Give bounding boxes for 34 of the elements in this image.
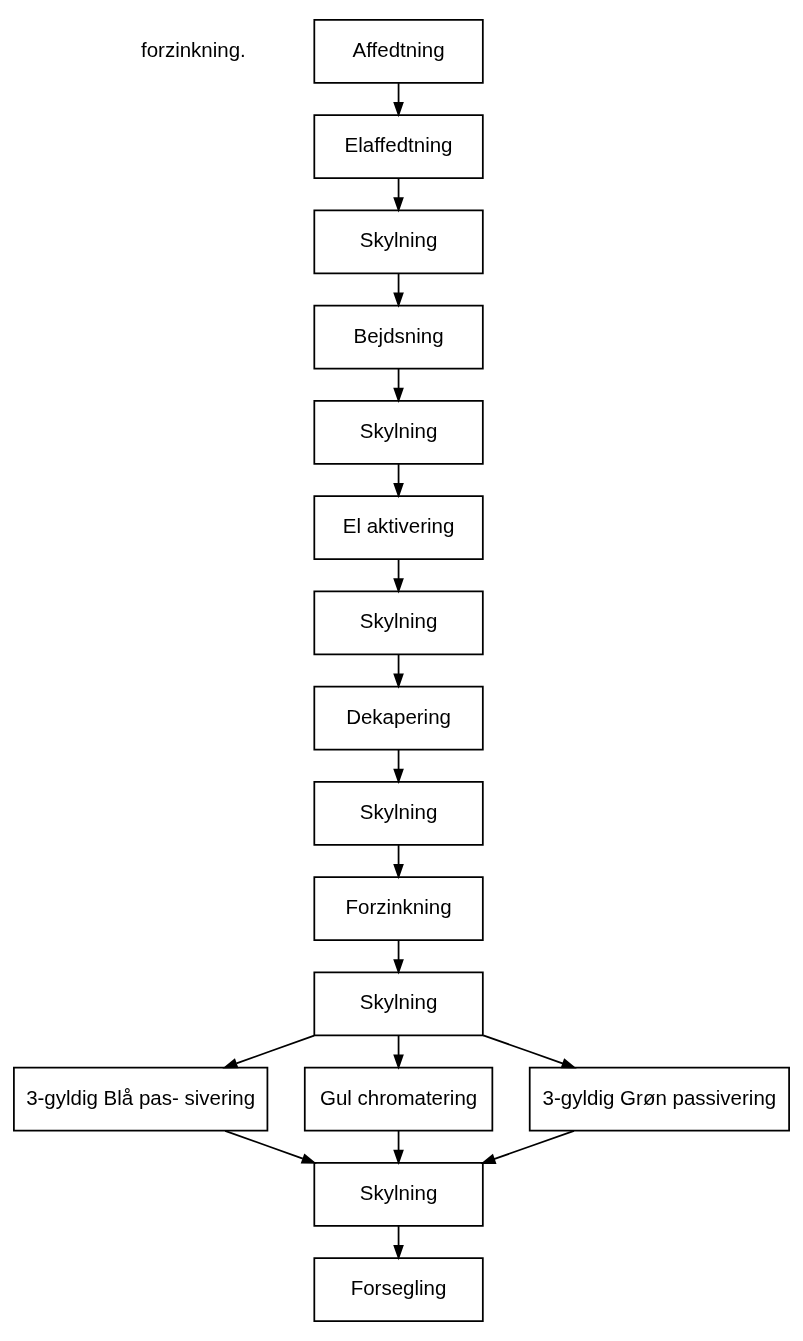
arrow (393, 463, 404, 499)
node-box: Skylning (313, 209, 484, 275)
arrow (393, 272, 404, 308)
node-box: Dekapering (313, 685, 484, 751)
node-box: Forsegling (313, 1257, 484, 1323)
arrow (482, 1034, 577, 1069)
arrow (393, 367, 404, 403)
node-box: Forzinkning (313, 876, 484, 941)
node-box: El aktivering (313, 495, 484, 560)
node-box: Affedtning (313, 19, 484, 84)
node-box: Elaffedtning (313, 114, 484, 179)
node-box: Skylning (313, 971, 484, 1037)
node-box: Skylning (313, 781, 484, 846)
label: forzinkning. (140, 37, 246, 61)
arrow (224, 1129, 317, 1164)
arrow (393, 82, 404, 118)
arrow (393, 1225, 404, 1261)
arrow (393, 748, 404, 784)
arrow (393, 844, 404, 880)
arrow (393, 653, 404, 689)
node-box: 3-gyldig Blå pas- sivering (13, 1066, 269, 1132)
arrow (393, 1129, 404, 1165)
arrow (393, 558, 404, 594)
node-box: Skylning (313, 1162, 484, 1227)
arrow (393, 939, 404, 975)
node-box: Skylning (313, 400, 484, 465)
arrow (222, 1034, 315, 1069)
node-box: 3-gyldig Grøn passivering (528, 1066, 790, 1132)
arrow (393, 177, 404, 213)
arrow (480, 1129, 575, 1164)
node-box: Skylning (313, 590, 484, 656)
node-box: Gul chromatering (303, 1066, 494, 1132)
arrow (393, 1034, 404, 1070)
node-box: Bejdsning (313, 304, 484, 370)
